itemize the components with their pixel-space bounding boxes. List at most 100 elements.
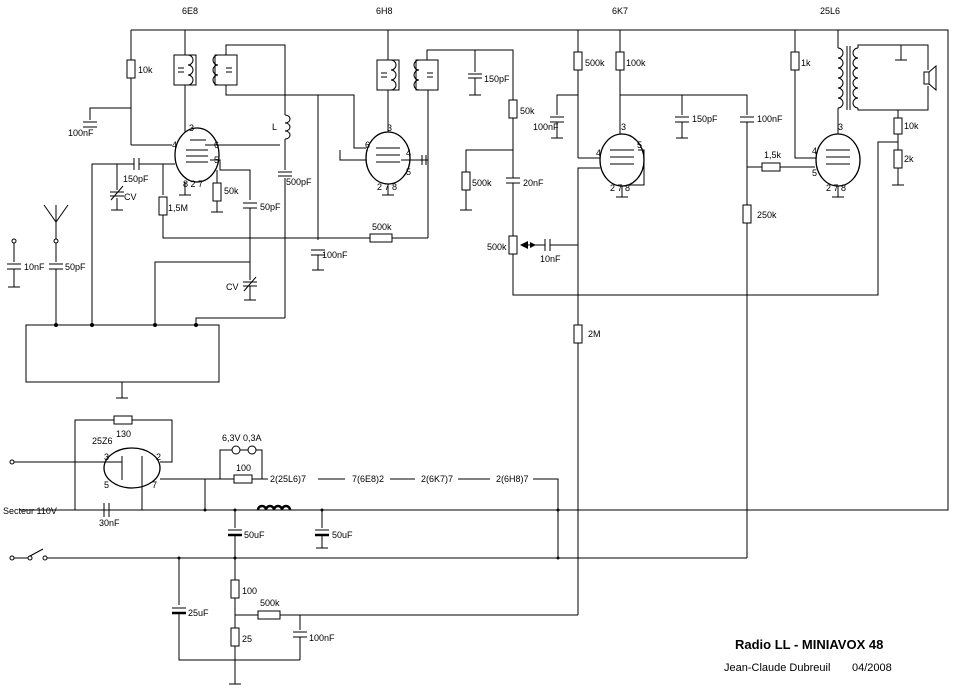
- resistor-100k: [615, 51, 625, 71]
- resistor-10k-b: [893, 117, 903, 135]
- tube-label-25l6: 25L6: [820, 6, 840, 16]
- svg-text:25: 25: [242, 634, 252, 644]
- svg-text:500k: 500k: [487, 242, 507, 252]
- svg-text:10nF: 10nF: [540, 254, 561, 264]
- label-150pf-a: 150pF: [123, 174, 149, 184]
- svg-text:500k: 500k: [472, 178, 492, 188]
- svg-text:CV: CV: [226, 282, 239, 292]
- svg-text:50uF: 50uF: [332, 530, 353, 540]
- pilot-lamp-1: [231, 445, 241, 455]
- svg-text:4: 4: [406, 148, 411, 158]
- resistor-25: [230, 627, 240, 647]
- resistor-500k-a: [369, 233, 393, 243]
- svg-text:100: 100: [242, 586, 257, 596]
- power-switch: [29, 548, 44, 557]
- svg-text:50pF: 50pF: [260, 202, 281, 212]
- svg-text:130: 130: [116, 429, 131, 439]
- tube-6e8: [174, 127, 220, 183]
- resistor-100-a: [233, 474, 253, 484]
- speaker-icon: [923, 71, 930, 85]
- svg-text:500k: 500k: [260, 598, 280, 608]
- svg-text:50pF: 50pF: [65, 262, 86, 272]
- power-supply: 130 25Z6 3 5 2 7 30nF 100 6,3V 0,3A 2(25…: [3, 415, 747, 685]
- resistor-2m: [573, 324, 583, 344]
- svg-text:100nF: 100nF: [309, 633, 335, 643]
- stage-6e8: 10k 100nF L 500pF 3 4: [68, 30, 428, 325]
- svg-text:25Z6: 25Z6: [92, 436, 113, 446]
- coil-box: [25, 324, 220, 383]
- svg-text:500k: 500k: [372, 222, 392, 232]
- resistor-10k: [126, 59, 136, 79]
- svg-text:2M: 2M: [588, 329, 601, 339]
- svg-text:2 7 8: 2 7 8: [377, 182, 397, 192]
- svg-text:2 7 8: 2 7 8: [610, 183, 630, 193]
- svg-text:500k: 500k: [585, 58, 605, 68]
- svg-text:10nF: 10nF: [24, 262, 45, 272]
- label-10k: 10k: [138, 65, 153, 75]
- svg-text:2k: 2k: [904, 154, 914, 164]
- tube-label-6e8: 6E8: [182, 6, 198, 16]
- tube-25z6: [103, 447, 161, 489]
- stage-25l6: 1k 3 4 5 2 7 8 10k 2k: [790, 30, 937, 198]
- svg-text:8 2 7: 8 2 7: [183, 179, 203, 189]
- resistor-2k: [893, 149, 903, 169]
- svg-text:6,3V 0,3A: 6,3V 0,3A: [222, 433, 262, 443]
- svg-text:3: 3: [104, 452, 109, 462]
- svg-text:3: 3: [838, 122, 843, 132]
- ht-rail: [20, 29, 949, 511]
- drawing-date: 04/2008: [852, 662, 892, 674]
- svg-text:2(6H8)7: 2(6H8)7: [496, 474, 529, 484]
- filter-choke: [256, 504, 292, 511]
- svg-text:2 7 8: 2 7 8: [826, 183, 846, 193]
- svg-text:Secteur 110V: Secteur 110V: [3, 506, 57, 516]
- osc-coil-L: [284, 114, 291, 140]
- antenna-section: 10nF 50pF: [7, 204, 285, 399]
- svg-text:250k: 250k: [757, 210, 777, 220]
- resistor-500k-c: [573, 51, 583, 71]
- resistor-130: [113, 415, 133, 425]
- svg-text:3: 3: [189, 123, 194, 133]
- svg-text:4: 4: [812, 146, 817, 156]
- tube-6h8: [365, 131, 411, 185]
- resistor-1k: [790, 51, 800, 71]
- resistor-250k: [742, 204, 752, 224]
- svg-text:2: 2: [156, 452, 161, 462]
- svg-text:50uF: 50uF: [244, 530, 265, 540]
- svg-text:150pF: 150pF: [692, 114, 718, 124]
- svg-text:100k: 100k: [626, 58, 646, 68]
- resistor-1k5: [761, 162, 781, 172]
- resistor-500k-d: [257, 610, 281, 620]
- tube-label-6h8: 6H8: [376, 6, 393, 16]
- svg-text:5: 5: [637, 140, 642, 150]
- stage-6k7: 500k 100nF 100k 150pF 3 4 5 2 7 8 1: [533, 30, 815, 615]
- svg-text:5: 5: [812, 168, 817, 178]
- output-transformer-primary: [837, 47, 844, 109]
- svg-text:5: 5: [406, 167, 411, 177]
- svg-text:4: 4: [172, 140, 177, 150]
- resistor-50k-b: [508, 99, 518, 119]
- svg-text:30nF: 30nF: [99, 518, 120, 528]
- svg-text:7: 7: [152, 480, 157, 490]
- stage-6h8: 150pF 3 6 4 5 2 7 8 500k 50k 500k 20nF: [318, 30, 898, 296]
- svg-text:6: 6: [365, 140, 370, 150]
- label-L: L: [272, 122, 277, 132]
- pilot-lamp-2: [247, 445, 257, 455]
- resistor-100-b: [230, 579, 240, 599]
- svg-text:50k: 50k: [224, 186, 239, 196]
- label-500pf: 500pF: [286, 177, 312, 187]
- svg-text:100nF: 100nF: [757, 114, 783, 124]
- author-name: Jean-Claude Dubreuil: [724, 662, 830, 674]
- svg-text:150pF: 150pF: [484, 74, 510, 84]
- svg-text:50k: 50k: [520, 106, 535, 116]
- svg-text:25uF: 25uF: [188, 608, 209, 618]
- svg-text:5: 5: [104, 480, 109, 490]
- svg-text:3: 3: [387, 123, 392, 133]
- svg-text:7(6E8)2: 7(6E8)2: [352, 474, 384, 484]
- svg-text:4: 4: [596, 148, 601, 158]
- svg-text:100nF: 100nF: [322, 250, 348, 260]
- svg-text:1,5k: 1,5k: [764, 150, 782, 160]
- if-coil-1: [187, 54, 194, 86]
- svg-text:100nF: 100nF: [533, 122, 559, 132]
- svg-text:100: 100: [236, 463, 251, 473]
